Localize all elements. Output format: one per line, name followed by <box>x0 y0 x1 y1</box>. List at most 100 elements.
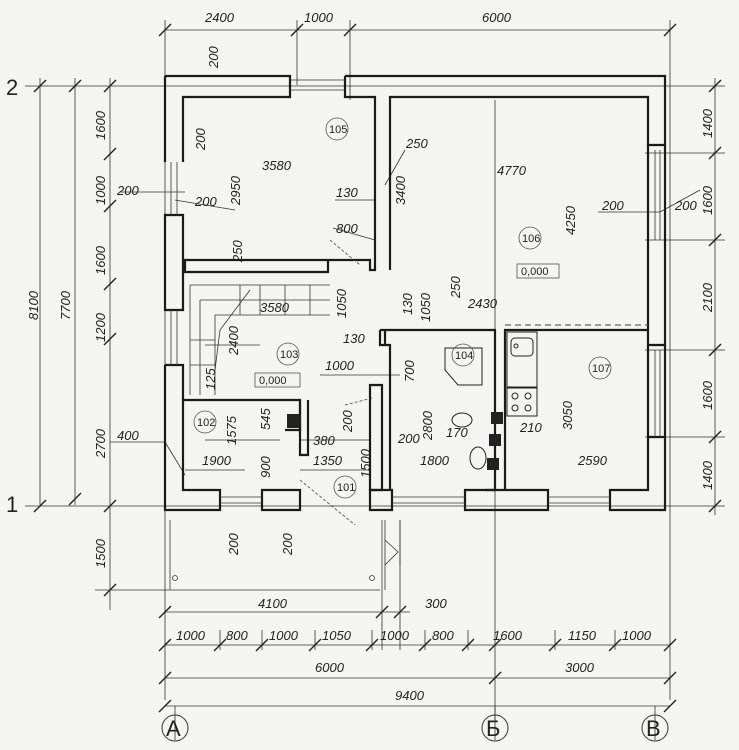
room-103: 103 <box>280 349 298 361</box>
dim-200-bath: 200 <box>397 431 420 446</box>
right-dim-5: 1400 <box>700 460 715 490</box>
dim-130-c: 130 <box>343 331 365 346</box>
right-dim-1: 1400 <box>700 108 715 138</box>
room-105: 105 <box>329 124 347 136</box>
top-dim-1: 2400 <box>204 10 235 25</box>
door-swings <box>299 239 373 526</box>
left-outer-2: 7700 <box>58 290 73 320</box>
bottom-dim-300: 300 <box>425 596 447 611</box>
axis-label-c: В <box>646 716 661 741</box>
dimension-lines <box>25 20 725 740</box>
bottom-row3-1: 6000 <box>315 660 345 675</box>
top-dim-2: 1000 <box>304 10 334 25</box>
bottom-total: 9400 <box>395 688 425 703</box>
left-dim-4: 1200 <box>93 312 108 342</box>
top-dim-3: 6000 <box>482 10 512 25</box>
dim-3400: 3400 <box>393 175 408 205</box>
left-dim-2: 1000 <box>93 175 108 205</box>
bottom-row2-6: 800 <box>432 628 454 643</box>
dim-2950: 2950 <box>228 175 243 206</box>
dim-125: 125 <box>203 368 218 390</box>
axis-label-b: Б <box>486 716 500 741</box>
axis-label-1: 1 <box>6 492 18 517</box>
dim-200-window: 200 <box>194 194 217 209</box>
bathroom-fixtures <box>444 347 487 470</box>
right-dim-3: 2100 <box>700 282 715 313</box>
dim-3580-105: 3580 <box>262 158 292 173</box>
dim-1575: 1575 <box>224 415 239 445</box>
level-103: 0,000 <box>259 375 287 387</box>
dim-200-right: 200 <box>674 198 697 213</box>
bottom-dim-4100: 4100 <box>258 596 288 611</box>
left-dim-5: 2700 <box>93 428 108 459</box>
dim-400: 400 <box>117 428 139 443</box>
dim-2800: 2800 <box>420 410 435 441</box>
dim-250-c: 250 <box>448 276 463 299</box>
room-107: 107 <box>592 363 610 375</box>
bottom-row2-5: 1000 <box>380 628 410 643</box>
axis-label-a: А <box>166 716 181 741</box>
dim-3580-stair: 3580 <box>260 300 290 315</box>
level-106: 0,000 <box>521 266 549 278</box>
dim-545: 545 <box>258 408 273 430</box>
bottom-row2-9: 1000 <box>622 628 652 643</box>
dimension-ticks <box>33 23 722 713</box>
dim-800: 800 <box>336 221 358 236</box>
dim-4250: 4250 <box>563 205 578 235</box>
axis-bubbles <box>161 714 669 742</box>
dim-1050-b: 1050 <box>418 292 433 322</box>
bottom-row2-8: 1150 <box>568 628 597 643</box>
windows <box>170 79 661 504</box>
axis-label-2: 2 <box>6 75 18 100</box>
dim-170: 170 <box>446 425 468 440</box>
dim-1800: 1800 <box>420 453 450 468</box>
dim-250-a: 250 <box>405 136 428 151</box>
dim-130-b: 130 <box>400 293 415 315</box>
dim-700: 700 <box>402 360 417 382</box>
left-dim-1: 1600 <box>93 110 108 140</box>
dim-1350: 1350 <box>313 453 343 468</box>
room-101: 101 <box>337 482 355 494</box>
room-106: 106 <box>522 233 540 245</box>
left-dim-3: 1600 <box>93 245 108 275</box>
dim-200-left: 200 <box>116 183 139 198</box>
dim-3050: 3050 <box>560 400 575 430</box>
dim-900: 900 <box>258 456 273 478</box>
utility-units <box>287 412 503 470</box>
dim-200-hall: 200 <box>340 410 355 433</box>
right-dim-2: 1600 <box>700 185 715 215</box>
dim-2400: 2400 <box>226 325 241 356</box>
dim-2590: 2590 <box>577 453 608 468</box>
left-dim-6: 1500 <box>93 538 108 568</box>
bottom-row2-1: 1000 <box>176 628 206 643</box>
dim-1500: 1500 <box>358 448 373 478</box>
right-dim-4: 1600 <box>700 380 715 410</box>
dim-2430: 2430 <box>467 296 498 311</box>
room-102: 102 <box>197 417 215 429</box>
dim-200-porch-a: 200 <box>226 533 241 556</box>
dim-380: 380 <box>313 433 335 448</box>
dim-1050-a: 1050 <box>334 288 349 318</box>
dim-200-106: 200 <box>601 198 624 213</box>
dim-130-a: 130 <box>336 185 358 200</box>
dim-1900: 1900 <box>202 453 232 468</box>
bottom-row2-3: 1000 <box>269 628 299 643</box>
bottom-row2-7: 1600 <box>493 628 523 643</box>
staircase <box>189 284 330 395</box>
dim-250-b: 250 <box>230 240 245 263</box>
room-104: 104 <box>455 350 473 362</box>
dim-4770: 4770 <box>497 163 527 178</box>
dim-1000: 1000 <box>325 358 355 373</box>
dim-210: 210 <box>519 420 542 435</box>
room-circles <box>193 117 612 499</box>
bottom-row2-2: 800 <box>226 628 248 643</box>
kitchen-fixtures <box>506 331 538 417</box>
bottom-row3-2: 3000 <box>565 660 595 675</box>
left-outer-1: 8100 <box>26 290 41 320</box>
porch <box>169 520 401 590</box>
dim-200-porch-b: 200 <box>280 533 295 556</box>
bottom-row2-4: 1050 <box>322 628 352 643</box>
dim-200-top: 200 <box>206 46 221 69</box>
dim-200-105: 200 <box>193 128 208 151</box>
